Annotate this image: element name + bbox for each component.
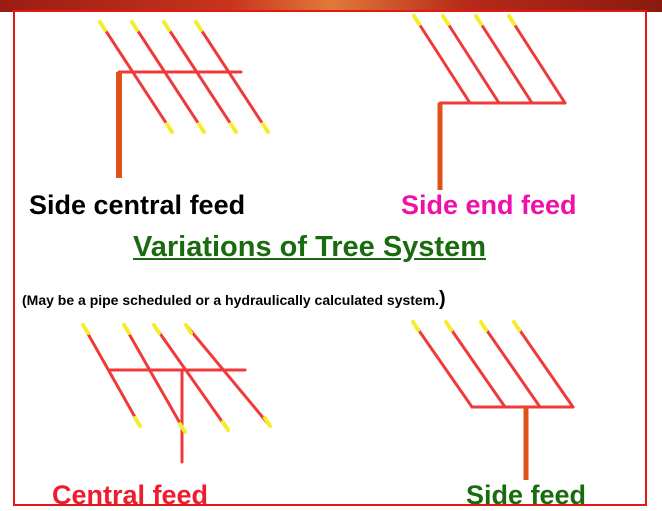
sprinkler-tip bbox=[81, 323, 90, 335]
branch-line bbox=[479, 320, 542, 409]
branch-line bbox=[162, 20, 238, 134]
sprinkler-tip bbox=[261, 122, 270, 134]
branch-line bbox=[441, 14, 501, 105]
subtitle-close-paren: ) bbox=[439, 288, 446, 310]
branch-line bbox=[507, 14, 567, 105]
side-central-feed-diagram bbox=[98, 20, 270, 178]
top-banner bbox=[0, 0, 662, 12]
side-feed-label: Side feed bbox=[466, 480, 587, 510]
branch-line bbox=[81, 323, 142, 428]
sprinkler-tip bbox=[507, 14, 516, 26]
branch-line bbox=[512, 320, 575, 409]
sprinkler-tip bbox=[178, 422, 187, 434]
sprinkler-tip bbox=[197, 122, 206, 134]
branch-line bbox=[122, 323, 187, 434]
branch-line bbox=[184, 323, 272, 428]
sprinkler-tip bbox=[122, 323, 131, 335]
page-title: Variations of Tree System bbox=[133, 231, 486, 263]
branch-line bbox=[194, 20, 270, 134]
subtitle: (May be a pipe scheduled or a hydraulica… bbox=[22, 288, 446, 311]
sprinkler-tip bbox=[444, 320, 453, 332]
branch-line bbox=[411, 320, 474, 409]
sprinkler-tip bbox=[441, 14, 450, 26]
sprinkler-tip bbox=[479, 320, 488, 332]
sprinkler-tip bbox=[412, 14, 421, 26]
sprinkler-tip bbox=[194, 20, 203, 32]
branch-line bbox=[152, 323, 230, 432]
branch-line bbox=[98, 20, 174, 134]
side-central-feed-label: Side central feed bbox=[29, 190, 246, 220]
subtitle-text: (May be a pipe scheduled or a hydraulica… bbox=[22, 292, 440, 308]
side-feed-diagram bbox=[411, 320, 575, 480]
slide-frame bbox=[13, 10, 647, 506]
branch-line bbox=[474, 14, 534, 105]
sprinkler-tip bbox=[165, 122, 174, 134]
branch-line bbox=[412, 14, 472, 105]
sprinkler-tip bbox=[162, 20, 171, 32]
sprinkler-tip bbox=[229, 122, 238, 134]
branch-line bbox=[130, 20, 206, 134]
sprinkler-tip bbox=[130, 20, 139, 32]
sprinkler-tip bbox=[184, 323, 193, 335]
sprinkler-tip bbox=[512, 320, 521, 332]
central-feed-label: Central feed bbox=[52, 480, 209, 510]
branch-line bbox=[444, 320, 507, 409]
sprinkler-tip bbox=[411, 320, 420, 332]
side-end-feed-diagram bbox=[412, 14, 567, 190]
sprinkler-tip bbox=[98, 20, 107, 32]
sprinkler-tip bbox=[474, 14, 483, 26]
side-end-feed-label: Side end feed bbox=[401, 190, 577, 220]
sprinkler-tip bbox=[152, 323, 161, 335]
central-feed-diagram bbox=[81, 323, 272, 464]
sprinkler-tip bbox=[263, 416, 272, 428]
sprinkler-tip bbox=[221, 420, 230, 432]
sprinkler-tip bbox=[133, 416, 142, 428]
